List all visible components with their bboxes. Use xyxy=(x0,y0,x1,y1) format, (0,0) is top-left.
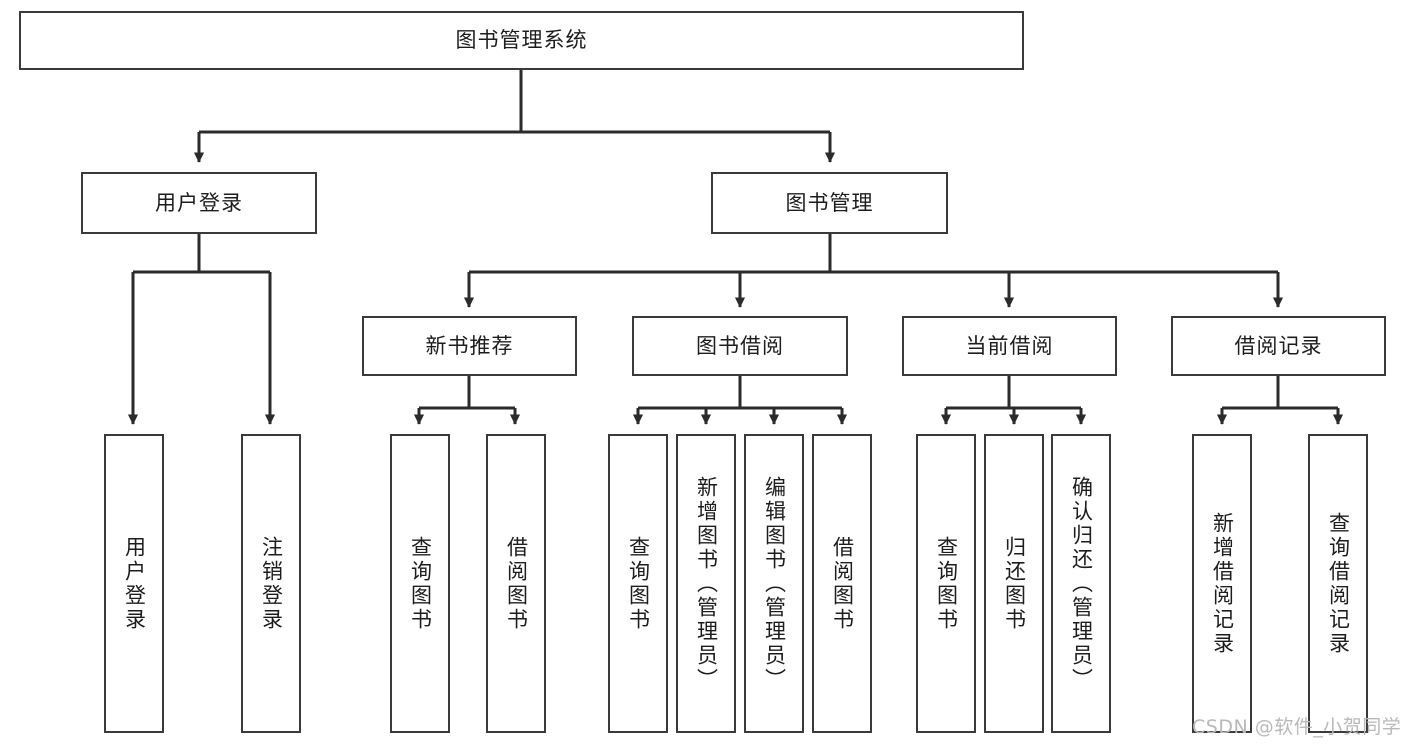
node-label: 确认归还（管理员） xyxy=(1069,475,1094,692)
node-leaf-edit-book-admin[interactable]: 编辑图书（管理员） xyxy=(744,434,804,733)
node-label: 图书管理 xyxy=(785,190,874,215)
node-borrow-record[interactable]: 借阅记录 xyxy=(1171,316,1386,376)
node-label: 注销登录 xyxy=(259,535,284,632)
node-leaf-query-borrow-record[interactable]: 查询借阅记录 xyxy=(1308,434,1368,733)
node-label: 编辑图书（管理员） xyxy=(762,475,787,692)
node-label: 归还图书 xyxy=(1002,535,1027,632)
node-book-management[interactable]: 图书管理 xyxy=(711,172,948,234)
node-label: 查询图书 xyxy=(408,535,433,632)
node-leaf-return-book[interactable]: 归还图书 xyxy=(984,434,1044,733)
node-label: 图书借阅 xyxy=(696,333,784,358)
node-label: 新增图书（管理员） xyxy=(694,475,719,692)
node-label: 新书推荐 xyxy=(425,333,514,358)
node-label: 查询借阅记录 xyxy=(1326,511,1351,656)
node-label: 借阅图书 xyxy=(504,535,529,632)
node-label: 用户登录 xyxy=(155,190,243,215)
node-new-book-recommend[interactable]: 新书推荐 xyxy=(362,316,577,376)
node-leaf-query-book-2[interactable]: 查询图书 xyxy=(608,434,668,733)
node-leaf-query-book-1[interactable]: 查询图书 xyxy=(390,434,450,733)
node-user-login[interactable]: 用户登录 xyxy=(81,172,317,234)
node-current-borrow[interactable]: 当前借阅 xyxy=(902,316,1117,376)
node-label: 查询图书 xyxy=(934,535,959,632)
node-leaf-logout-login[interactable]: 注销登录 xyxy=(241,434,301,733)
node-leaf-add-borrow-record[interactable]: 新增借阅记录 xyxy=(1192,434,1252,733)
node-label: 借阅图书 xyxy=(830,535,855,632)
node-label: 查询图书 xyxy=(626,535,651,632)
node-leaf-query-book-3[interactable]: 查询图书 xyxy=(916,434,976,733)
node-leaf-user-login[interactable]: 用户登录 xyxy=(104,434,164,733)
node-label: 当前借阅 xyxy=(965,333,1054,358)
node-label: 用户登录 xyxy=(122,535,147,632)
node-label: 图书管理系统 xyxy=(455,28,588,53)
node-leaf-confirm-return-admin[interactable]: 确认归还（管理员） xyxy=(1051,434,1111,733)
node-label: 新增借阅记录 xyxy=(1210,511,1235,656)
node-book-borrow[interactable]: 图书借阅 xyxy=(632,316,848,376)
node-book-management-system[interactable]: 图书管理系统 xyxy=(19,11,1024,70)
node-leaf-add-book-admin[interactable]: 新增图书（管理员） xyxy=(676,434,736,733)
node-leaf-borrow-book-2[interactable]: 借阅图书 xyxy=(812,434,872,733)
node-leaf-borrow-book-1[interactable]: 借阅图书 xyxy=(486,434,546,733)
node-label: 借阅记录 xyxy=(1234,333,1323,358)
